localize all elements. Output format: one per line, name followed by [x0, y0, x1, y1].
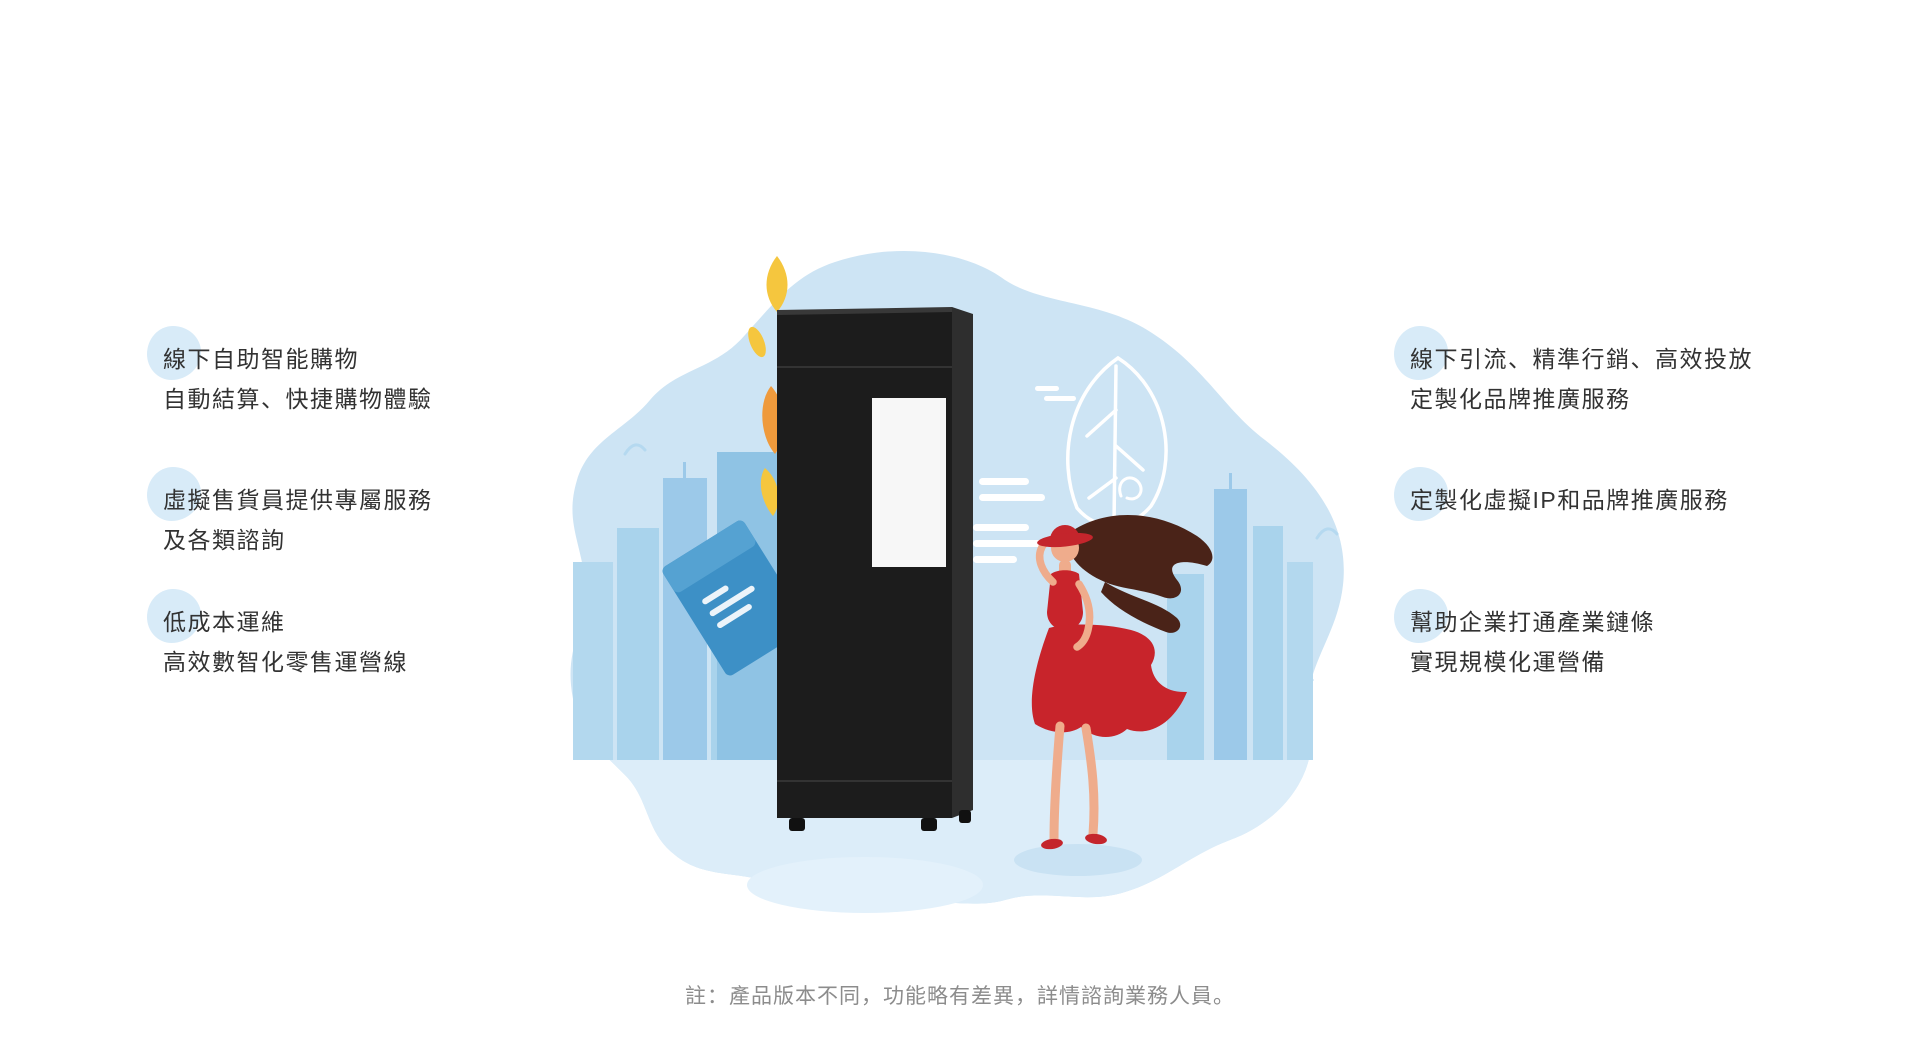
feature-accent-circle [1394, 467, 1448, 521]
feature-line: 自動結算、快捷購物體驗 [163, 386, 433, 412]
feature-accent-circle [147, 467, 201, 521]
feature-line: 高效數智化零售運營線 [163, 649, 408, 675]
vending-machine [777, 307, 973, 831]
cloud-dashes [1035, 386, 1076, 401]
machine-wheel [959, 810, 971, 823]
woman-shoe [1041, 838, 1063, 850]
speed-lines [973, 478, 1045, 563]
feature-right-3: 幫助企業打通產業鏈條 實現規模化運營備 [1394, 589, 1655, 682]
woman-dress-top [1047, 570, 1083, 630]
feature-accent-circle [147, 326, 201, 380]
feature-line: 及各類諮詢 [163, 527, 286, 553]
woman-shoe [1085, 833, 1107, 845]
machine-wheel [921, 818, 937, 831]
feature-line: 線下自助智能購物 [163, 346, 359, 372]
woman-shadow [1014, 844, 1142, 876]
hero-illustration [570, 250, 1344, 913]
feature-right-1: 線下引流、精準行銷、高效投放 定製化品牌推廣服務 [1394, 326, 1753, 419]
feature-accent-circle [147, 589, 201, 643]
city-skyline-right [1167, 473, 1313, 760]
city-skyline-left [573, 452, 777, 760]
woman-hair [1101, 582, 1181, 633]
feature-left-2: 虛擬售貨員提供專屬服務 及各類諮詢 [147, 467, 433, 560]
feature-line: 定製化品牌推廣服務 [1410, 386, 1631, 412]
blue-signboard [662, 520, 808, 676]
feature-line: 線下引流、精準行銷、高效投放 [1410, 346, 1753, 372]
woman-leg [1049, 721, 1065, 845]
feature-line: 低成本運維 [163, 609, 286, 635]
woman-leg [1081, 723, 1099, 839]
feature-accent-circle [1394, 589, 1448, 643]
feature-line: 實現規模化運營備 [1410, 649, 1606, 675]
footnote: 註：產品版本不同，功能略有差異，詳情諮詢業務人員。 [685, 985, 1235, 1008]
feature-line: 虛擬售貨員提供專屬服務 [163, 487, 433, 513]
feature-line: 幫助企業打通產業鏈條 [1410, 609, 1655, 635]
woman-figure [1031, 514, 1213, 850]
feature-right-2: 定製化虛擬IP和品牌推廣服務 [1394, 467, 1729, 521]
feature-left-3: 低成本運維 高效數智化零售運營線 [147, 589, 408, 682]
machine-screen [872, 398, 946, 567]
smoke-curl [1118, 476, 1143, 501]
feature-left-1: 線下自助智能購物 自動結算、快捷購物體驗 [147, 326, 433, 419]
feature-accent-circle [1394, 326, 1448, 380]
machine-wheel [789, 818, 805, 831]
woman-hair [1065, 514, 1213, 599]
woman-arm-down [1073, 580, 1094, 651]
woman-skirt [1031, 624, 1187, 738]
feature-line: 定製化虛擬IP和品牌推廣服務 [1410, 487, 1729, 513]
woman-hat-brim [1037, 532, 1093, 548]
machine-shadow [747, 857, 983, 913]
